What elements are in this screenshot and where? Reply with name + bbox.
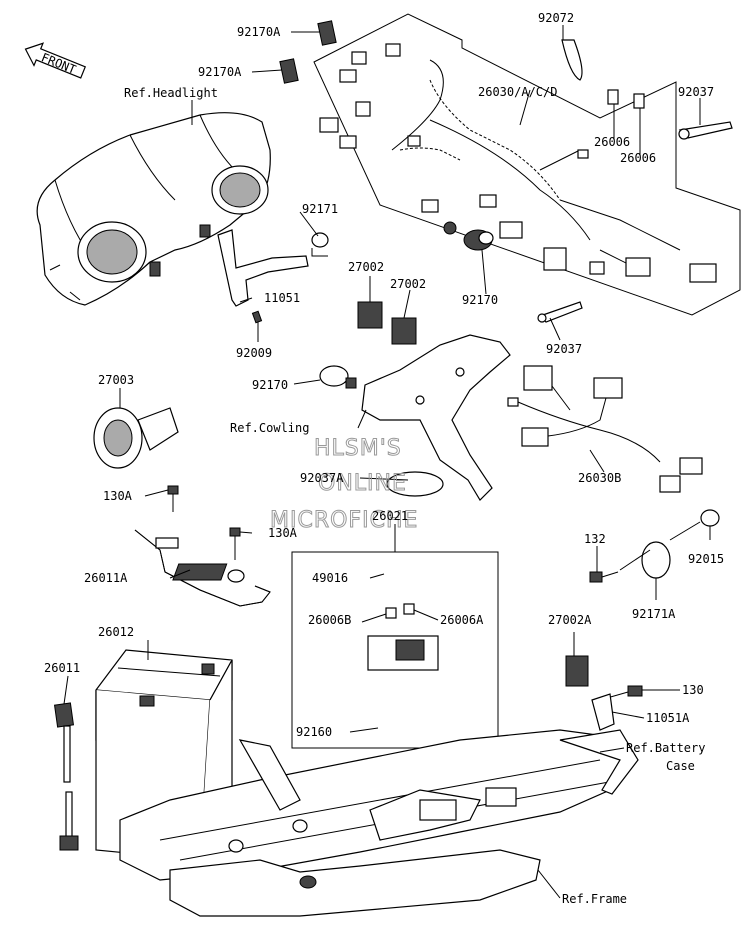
label-27002-a: 27002 bbox=[348, 260, 384, 274]
frame bbox=[119, 729, 639, 917]
label-26011: 26011 bbox=[44, 661, 80, 675]
horn-27003 bbox=[93, 407, 179, 469]
label-ref-battery: Ref.Battery bbox=[626, 741, 705, 755]
label-27003: 27003 bbox=[98, 373, 134, 387]
label-92171: 92171 bbox=[302, 202, 338, 216]
clamp-group bbox=[589, 509, 720, 583]
watermark-line-1: HLSM'S bbox=[314, 436, 402, 461]
connector-26006-pair bbox=[607, 89, 645, 109]
label-27002-b: 27002 bbox=[390, 277, 426, 291]
label-92171A: 92171A bbox=[632, 607, 676, 621]
label-92009: 92009 bbox=[236, 346, 272, 360]
label-26006-1: 26006 bbox=[594, 135, 630, 149]
label-92170-a: 92170 bbox=[462, 293, 498, 307]
bracket-11051A bbox=[591, 693, 615, 731]
sub-harness-26030B bbox=[507, 365, 703, 493]
watermark: HLSM'S ONLINE MICROFICHE bbox=[270, 436, 418, 534]
label-26006-2: 26006 bbox=[620, 151, 656, 165]
label-ref-headlight: Ref.Headlight bbox=[124, 86, 218, 100]
label-92037-middle: 92037 bbox=[546, 342, 582, 356]
label-ref-cowling: Ref.Cowling bbox=[230, 421, 309, 435]
relay-27002-b bbox=[391, 317, 417, 345]
label-92170A-1: 92170A bbox=[237, 25, 281, 39]
strap-92037-middle bbox=[537, 301, 583, 323]
clip-92170A-second bbox=[279, 58, 299, 84]
watermark-line-2: ONLINE bbox=[318, 471, 407, 496]
label-26030B: 26030B bbox=[578, 471, 621, 485]
label-26006A: 26006A bbox=[440, 613, 484, 627]
label-27002A: 27002A bbox=[548, 613, 592, 627]
band-92072 bbox=[561, 39, 583, 81]
label-26012: 26012 bbox=[98, 625, 134, 639]
label-92160: 92160 bbox=[296, 725, 332, 739]
relay-27002A bbox=[565, 655, 589, 687]
cowling-bracket bbox=[361, 334, 511, 501]
label-26021: 26021 bbox=[372, 509, 408, 523]
relay-27002-a bbox=[357, 301, 383, 329]
label-132: 132 bbox=[584, 532, 606, 546]
part-labels: 92170A 92170A 92072 26030/A/C/D 92037 26… bbox=[44, 11, 724, 906]
grommet-92170 bbox=[463, 229, 494, 251]
strap-92037-top bbox=[678, 121, 733, 140]
main-harness bbox=[313, 13, 741, 316]
label-26030ACD: 26030/A/C/D bbox=[478, 85, 557, 99]
label-92170-b: 92170 bbox=[252, 378, 288, 392]
label-26006B: 26006B bbox=[308, 613, 351, 627]
label-130A-1: 130A bbox=[103, 489, 133, 503]
label-130A-2: 130A bbox=[268, 526, 298, 540]
label-11051A: 11051A bbox=[646, 711, 690, 725]
label-11051: 11051 bbox=[264, 291, 300, 305]
front-arrow-label: FRONT bbox=[39, 50, 78, 77]
front-arrow: FRONT bbox=[24, 42, 87, 79]
label-26011A: 26011A bbox=[84, 571, 128, 585]
headlight-bracket bbox=[217, 229, 329, 324]
battery-cable-26011A bbox=[134, 485, 271, 607]
headlight-assembly bbox=[36, 112, 271, 306]
strip-26011 bbox=[53, 702, 79, 851]
label-92170A-2: 92170A bbox=[198, 65, 242, 79]
label-130: 130 bbox=[682, 683, 704, 697]
label-92037-top: 92037 bbox=[678, 85, 714, 99]
label-battery-case: Case bbox=[666, 759, 695, 773]
leader-lines bbox=[63, 25, 711, 899]
band-92170-loop bbox=[319, 365, 357, 389]
label-92015: 92015 bbox=[688, 552, 724, 566]
clip-92170A-top bbox=[317, 20, 337, 46]
label-92037A: 92037A bbox=[300, 471, 344, 485]
label-92072: 92072 bbox=[538, 11, 574, 25]
watermark-line-3: MICROFICHE bbox=[270, 508, 418, 533]
label-ref-frame: Ref.Frame bbox=[562, 892, 627, 906]
label-49016: 49016 bbox=[312, 571, 348, 585]
